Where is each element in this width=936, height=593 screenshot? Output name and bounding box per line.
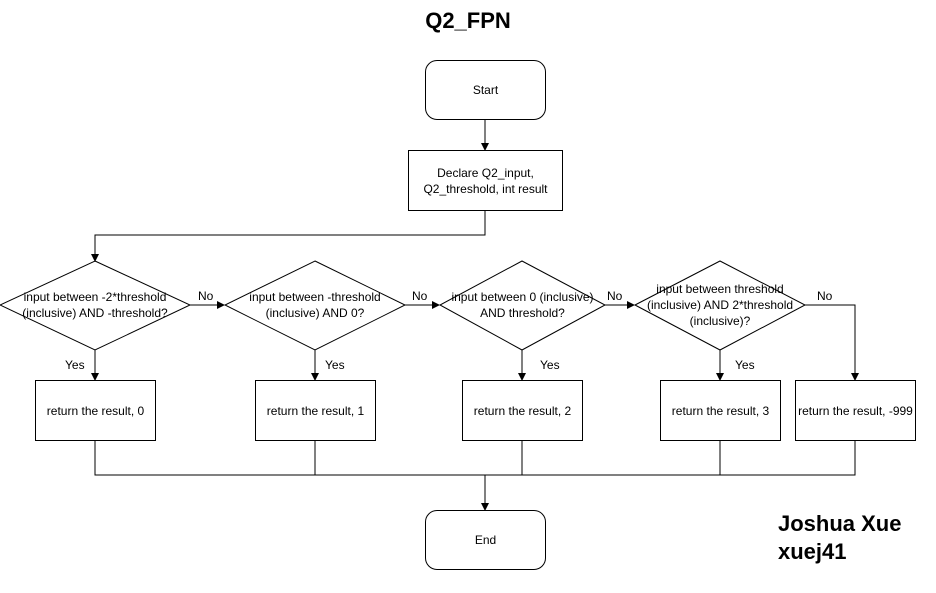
- decision-2-text: input between -threshold (inclusive) AND…: [249, 290, 381, 320]
- edge-declare-dec1: [91, 210, 486, 262]
- decision-3-text: input between 0 (inclusive) AND threshol…: [451, 290, 594, 320]
- decision-1-text: input between -2*threshold (inclusive) A…: [22, 290, 168, 320]
- label-no-1: No: [198, 289, 214, 303]
- label-yes-2: Yes: [325, 358, 345, 372]
- label-yes-4: Yes: [735, 358, 755, 372]
- label-no-4: No: [817, 289, 833, 303]
- return-3-node: return the result, 3: [660, 380, 781, 441]
- end-node: End: [425, 510, 546, 570]
- edge-merge-bus: [94, 440, 856, 476]
- author-name: Joshua Xue: [778, 511, 902, 536]
- author-id: xuej41: [778, 539, 847, 564]
- label-yes-1: Yes: [65, 358, 85, 372]
- return-1-node: return the result, 1: [255, 380, 376, 441]
- diagram-title: Q2_FPN: [425, 8, 511, 33]
- declare-node: Declare Q2_input, Q2_threshold, int resu…: [408, 150, 563, 211]
- decision-4-text: input between threshold (inclusive) AND …: [646, 282, 794, 328]
- return-0-node: return the result, 0: [35, 380, 156, 441]
- label-yes-3: Yes: [540, 358, 560, 372]
- return-2-node: return the result, 2: [462, 380, 583, 441]
- label-no-3: No: [607, 289, 623, 303]
- label-no-2: No: [412, 289, 428, 303]
- start-node: Start: [425, 60, 546, 120]
- return-neg999-node: return the result, -999: [795, 380, 916, 441]
- edge-dec4-retneg: [805, 304, 859, 381]
